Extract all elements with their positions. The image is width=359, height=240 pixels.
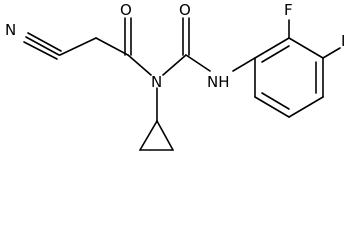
nitrile-triple-bond [23, 32, 62, 60]
bond-nh-to-ring [232, 57, 256, 72]
bond-ch2-to-acyl-carbon [95, 37, 129, 56]
bond-nitrile-carbon-to-ch2 [59, 37, 97, 56]
atom-label-nitrile-n: N [5, 21, 16, 39]
bond-amide-n-to-urea-carbon [162, 54, 187, 76]
atom-label-acyl-oxygen: O [120, 1, 132, 19]
bond-acyl-carbon-to-amide-n [127, 54, 152, 76]
atom-label-amide-n: N [151, 73, 162, 91]
chemical-structure-diagram: N O O N NH F I [5, 1, 345, 151]
atom-label-amine-nh: NH [207, 73, 230, 91]
atom-label-urea-oxygen: O [179, 1, 191, 19]
benzene-ring [254, 37, 324, 118]
bond-urea-carbon-to-nh [185, 54, 211, 72]
cyclopropyl-ring [139, 120, 174, 151]
atom-label-fluorine: F [284, 1, 293, 19]
atom-label-iodine: I [341, 32, 345, 50]
bond-ring-to-iodine [322, 47, 341, 59]
urea-carbonyl-double-bond [182, 17, 190, 56]
acyl-carbonyl-double-bond [124, 17, 132, 56]
